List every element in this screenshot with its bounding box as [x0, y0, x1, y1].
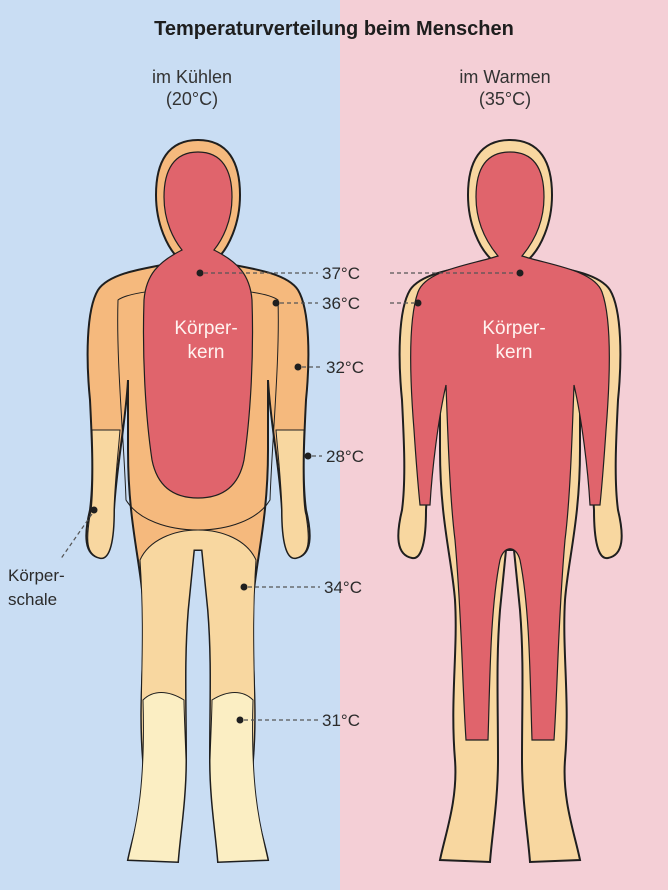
temp-label-32: 32°C [326, 358, 364, 377]
warm-body-figure: Körper- kern [398, 140, 621, 862]
marker-37-left [197, 270, 204, 277]
marker-shell [91, 507, 98, 514]
temp-label-28: 28°C [326, 447, 364, 466]
warm-core-label-line2: kern [496, 342, 533, 363]
marker-31 [237, 717, 244, 724]
cool-core-label-line2: kern [188, 342, 225, 363]
marker-34 [241, 584, 248, 591]
marker-28 [305, 453, 312, 460]
marker-36-left [273, 300, 280, 307]
cool-core-label-line1: Körper- [174, 318, 237, 339]
temp-label-37: 37°C [322, 264, 360, 283]
shell-label-line1: Körper- [8, 566, 65, 585]
temp-label-31: 31°C [322, 711, 360, 730]
marker-36-right [415, 300, 422, 307]
cool-body-figure: Körper- kern [86, 140, 309, 862]
temp-label-34: 34°C [324, 578, 362, 597]
shell-label-line2: schale [8, 590, 57, 609]
marker-32 [295, 364, 302, 371]
temp-label-36: 36°C [322, 294, 360, 313]
warm-core-label-line1: Körper- [482, 318, 545, 339]
marker-37-right [517, 270, 524, 277]
